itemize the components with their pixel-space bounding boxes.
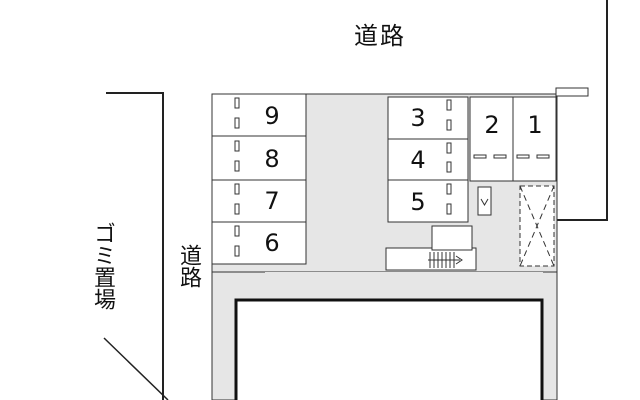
space-number-6: 6 [264, 229, 280, 257]
parking-space-1 [512, 96, 557, 182]
meter-box-mark [480, 198, 489, 206]
space-number-5: 5 [410, 188, 426, 216]
parking-space-2 [469, 96, 514, 182]
road-label-left: 道路 [176, 244, 201, 288]
parking-space-4 [387, 138, 469, 181]
top-right-strip [555, 87, 589, 97]
wheel-stops-right [446, 99, 452, 215]
entrance-landing [385, 247, 477, 271]
parking-space-6 [211, 221, 307, 265]
stair-box [431, 225, 473, 251]
space-number-8: 8 [264, 145, 280, 173]
meter-box [477, 186, 492, 216]
garbage-area-label: ゴミ置場 [90, 222, 115, 310]
space-number-4: 4 [410, 146, 426, 174]
wheel-stops-left [234, 97, 240, 257]
stairs [428, 252, 463, 268]
parking-space-5 [387, 179, 469, 223]
parking-space-3 [387, 96, 469, 140]
building-outline [234, 298, 544, 400]
space-number-3: 3 [410, 104, 426, 132]
garbage-leader-line [103, 337, 169, 400]
road-label-top: 道路 [354, 22, 406, 50]
space-number-7: 7 [264, 187, 280, 215]
parking-space-9 [211, 93, 307, 137]
space-number-2: 2 [484, 111, 500, 139]
wheel-stops-top [473, 154, 550, 159]
space-number-1: 1 [527, 111, 543, 139]
boundary-line-left [106, 92, 164, 400]
boundary-line-right [556, 0, 608, 221]
parking-space-7 [211, 179, 307, 223]
space-number-9: 9 [264, 102, 280, 130]
building-walkway [265, 272, 543, 298]
